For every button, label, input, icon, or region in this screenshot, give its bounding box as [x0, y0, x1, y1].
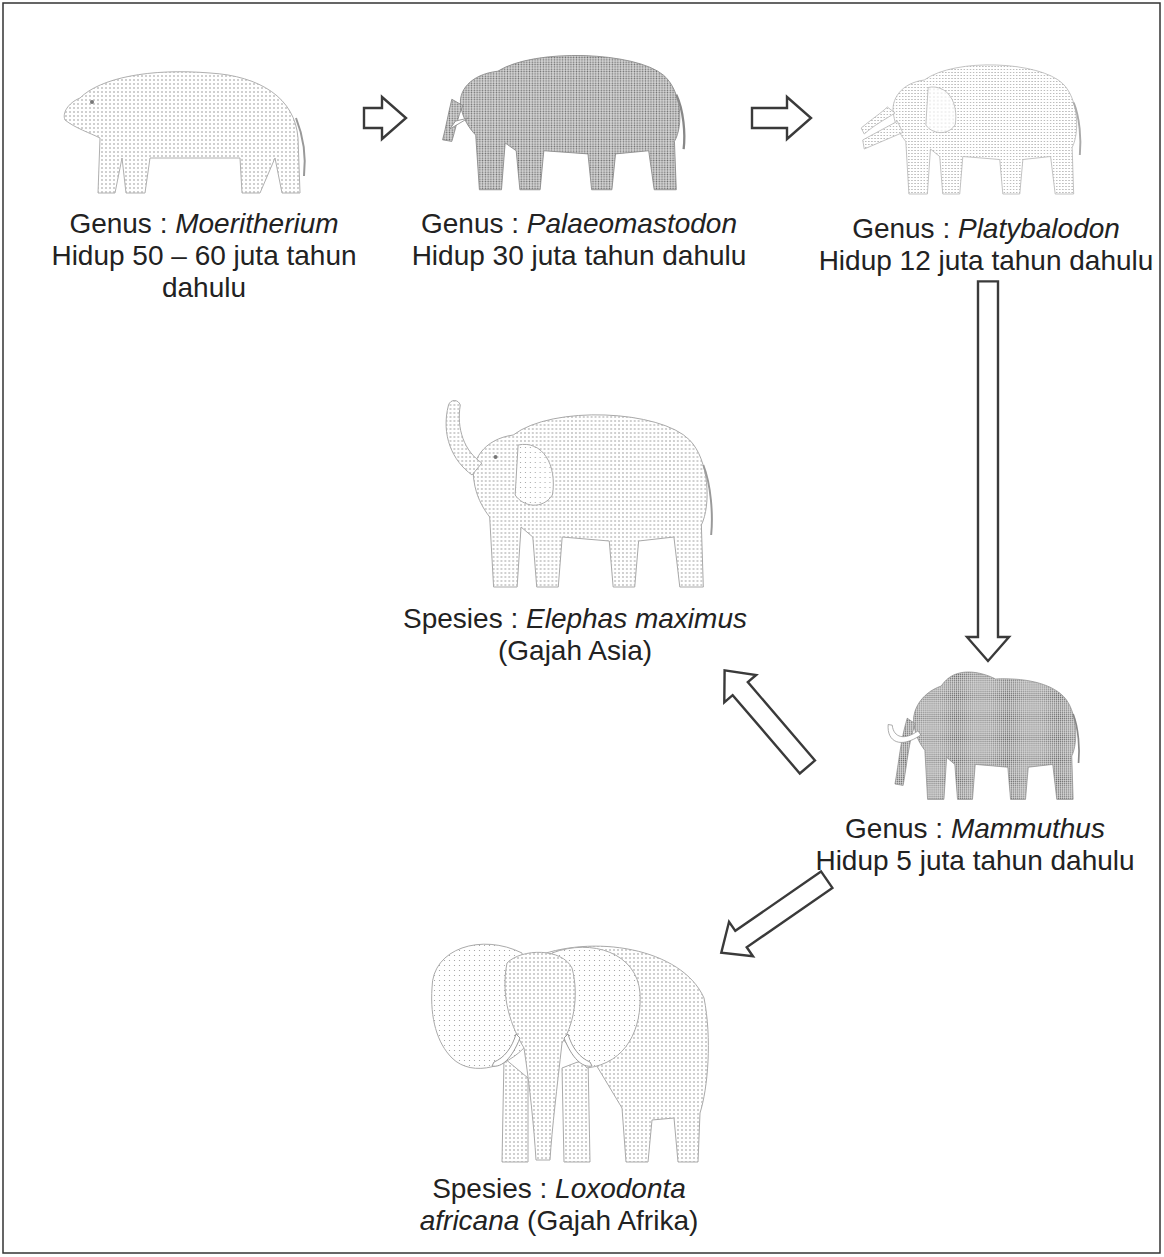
- platybalodon-figure: [861, 65, 1080, 194]
- species-node: Genus : MoeritheriumHidup 50 – 60 juta t…: [48, 50, 360, 305]
- frame: [3, 3, 1160, 1253]
- species-node: Genus : MammuthusHidup 5 juta tahun dahu…: [810, 665, 1140, 877]
- caption-part: Genus :: [852, 213, 958, 244]
- figure-space: [400, 385, 750, 595]
- caption-text: Genus : Moeritherium: [48, 208, 360, 240]
- figure-space: [48, 50, 360, 200]
- caption-part: Genus :: [845, 813, 951, 844]
- caption-text: Genus : Platybalodon: [815, 213, 1157, 245]
- caption-text: Hidup 50 – 60 juta tahun dahulu: [48, 240, 360, 304]
- african-elephant-figure: [432, 944, 709, 1162]
- asian-elephant-figure: [446, 401, 712, 588]
- block-arrow: [752, 97, 811, 139]
- caption-text: Hidup 30 juta tahun dahulu: [410, 240, 748, 272]
- block-arrow: [721, 871, 832, 956]
- caption-text: Spesies : Elephas maximus (Gajah Asia): [400, 603, 750, 667]
- block-arrow: [724, 670, 815, 773]
- scientific-name: Moeritherium: [175, 208, 338, 239]
- caption-text: Hidup 12 juta tahun dahulu: [815, 245, 1157, 277]
- scientific-name: Platybalodon: [958, 213, 1120, 244]
- species-node: Spesies : Elephas maximus (Gajah Asia): [400, 385, 750, 667]
- figure-space: [410, 40, 748, 200]
- caption-text: Hidup 5 juta tahun dahulu: [810, 845, 1140, 877]
- figure-space: [815, 50, 1157, 205]
- species-node: Genus : PlatybalodonHidup 12 juta tahun …: [815, 50, 1157, 277]
- species-node: Spesies : Loxodonta africana (Gajah Afri…: [400, 925, 718, 1237]
- figure-space: [810, 665, 1140, 805]
- scientific-name: Mammuthus: [951, 813, 1105, 844]
- scientific-name: Elephas maximus: [526, 603, 747, 634]
- palaeomastodon-figure: [443, 55, 685, 189]
- caption-part: Spesies :: [403, 603, 526, 634]
- caption-text: Genus : Mammuthus: [810, 813, 1140, 845]
- moeritherium-figure: [64, 72, 304, 193]
- block-arrow: [967, 281, 1009, 661]
- caption-part: Genus :: [69, 208, 175, 239]
- caption-text: Genus : Palaeomastodon: [410, 208, 748, 240]
- block-arrow: [364, 97, 406, 139]
- caption-text: Spesies : Loxodonta africana (Gajah Afri…: [400, 1173, 718, 1237]
- caption-part: (Gajah Afrika): [519, 1205, 698, 1236]
- caption-part: Genus :: [421, 208, 527, 239]
- caption-part: Spesies :: [432, 1173, 555, 1204]
- species-node: Genus : PalaeomastodonHidup 30 juta tahu…: [410, 40, 748, 272]
- mammoth-figure: [888, 672, 1079, 799]
- caption-part: (Gajah Asia): [498, 635, 652, 666]
- figure-space: [400, 925, 718, 1165]
- scientific-name: Palaeomastodon: [527, 208, 737, 239]
